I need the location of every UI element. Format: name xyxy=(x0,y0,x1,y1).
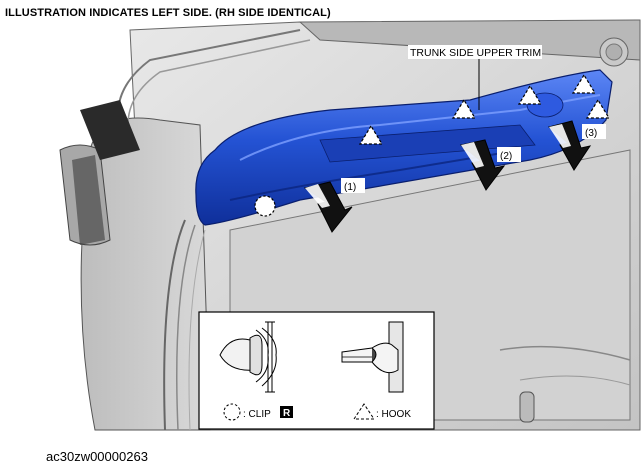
hook-detail-drawing xyxy=(341,321,404,393)
removal-arrow-1 xyxy=(303,181,353,233)
clip-badge: R xyxy=(283,408,291,419)
hook-marker xyxy=(358,124,384,145)
step-2-label: (2) xyxy=(500,151,512,162)
legend-box xyxy=(198,311,435,430)
figure-id: ac30zw00000263 xyxy=(46,449,148,464)
part-label-box xyxy=(408,45,542,59)
illustration-caption: ILLUSTRATION INDICATES LEFT SIDE. (RH SI… xyxy=(5,7,331,19)
removal-arrow-2 xyxy=(459,139,506,191)
hook-symbol xyxy=(353,403,375,420)
step-1-label: (1) xyxy=(344,182,356,193)
clip-detail-drawing xyxy=(219,321,277,393)
step-2-bg xyxy=(497,147,521,162)
hook-marker xyxy=(585,98,611,119)
clip-marker xyxy=(254,195,276,217)
step-1-bg xyxy=(341,178,365,193)
part-label: TRUNK SIDE UPPER TRIM xyxy=(410,47,541,59)
hook-marker xyxy=(571,73,597,94)
clip-symbol xyxy=(223,403,241,421)
hook-legend-label: : HOOK xyxy=(376,409,411,420)
step-3-bg xyxy=(582,124,606,139)
hook-markers xyxy=(358,73,611,145)
clip-legend-label: : CLIP xyxy=(243,409,271,420)
hook-marker xyxy=(517,84,543,105)
trunk-side-upper-trim xyxy=(195,69,613,226)
hook-marker xyxy=(451,98,477,119)
step-3-label: (3) xyxy=(585,128,597,139)
removal-arrow-3 xyxy=(547,120,592,171)
clip-badge-bg xyxy=(280,406,293,418)
